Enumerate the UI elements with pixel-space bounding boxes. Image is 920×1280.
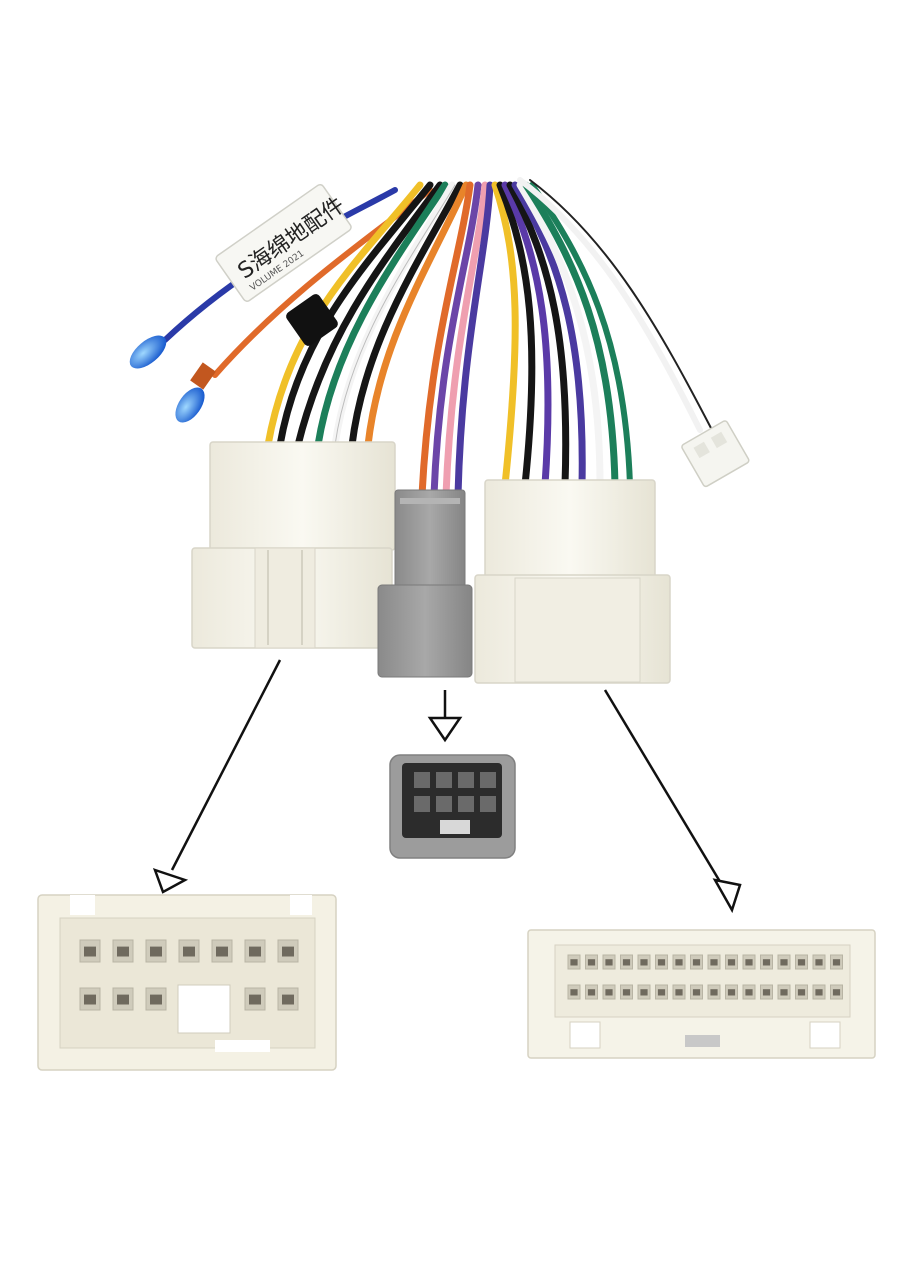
pin-terminal [657,989,666,996]
pin-terminal [640,989,648,996]
arrow-icon [152,659,742,914]
pin-terminal [183,946,195,957]
pin-terminal [780,989,788,996]
pin-terminal [84,994,96,1005]
pin-terminal [745,989,753,996]
pin-terminal [727,959,736,966]
pin-terminal [692,959,701,966]
pin-terminal [797,959,806,966]
pin-terminal [762,989,771,996]
left-connector-face [37,894,337,1071]
pin-terminal [570,989,578,996]
right-connector [474,479,671,684]
pin-terminal [622,989,631,996]
pin-terminal [692,989,701,996]
pin-terminal [657,959,666,966]
pin-terminal [640,959,648,966]
pin-terminal [710,989,718,996]
gray-connector [377,489,473,678]
pin-terminal [587,989,596,996]
pin-terminal [815,989,823,996]
pin-terminal [117,994,129,1005]
pin-terminal [249,946,261,957]
gray-connector-face [389,754,516,859]
right-pin-grid [567,954,843,1000]
pin-terminal [815,959,823,966]
pin-terminal [570,959,578,966]
pin-terminal [216,946,228,957]
pin-terminal [249,994,261,1005]
pin-terminal [762,959,771,966]
right-connector-face [527,929,876,1059]
pin-terminal [282,946,294,957]
pin-terminal [605,959,613,966]
pin-terminal [832,959,841,966]
pin-terminal [622,959,631,966]
left-connector [191,441,396,649]
pin-terminal [150,994,162,1005]
small-plug [681,420,750,488]
pin-terminal [832,989,841,996]
wire-bundle [162,177,713,499]
left-pin-grid [79,939,299,1011]
pin-terminal [745,959,753,966]
pin-terminal [710,959,718,966]
pin-terminal [117,946,129,957]
pin-terminal [727,989,736,996]
pin-terminal [780,959,788,966]
pin-terminal [150,946,162,957]
blue-bulb-2 [175,362,216,423]
pin-terminal [587,959,596,966]
pin-terminal [675,959,683,966]
pin-terminal [84,946,96,957]
pin-terminal [797,989,806,996]
pin-terminal [605,989,613,996]
blue-bulb-1 [129,335,167,369]
pin-terminal [675,989,683,996]
heat-shrink [286,294,338,346]
pin-terminal [282,994,294,1005]
